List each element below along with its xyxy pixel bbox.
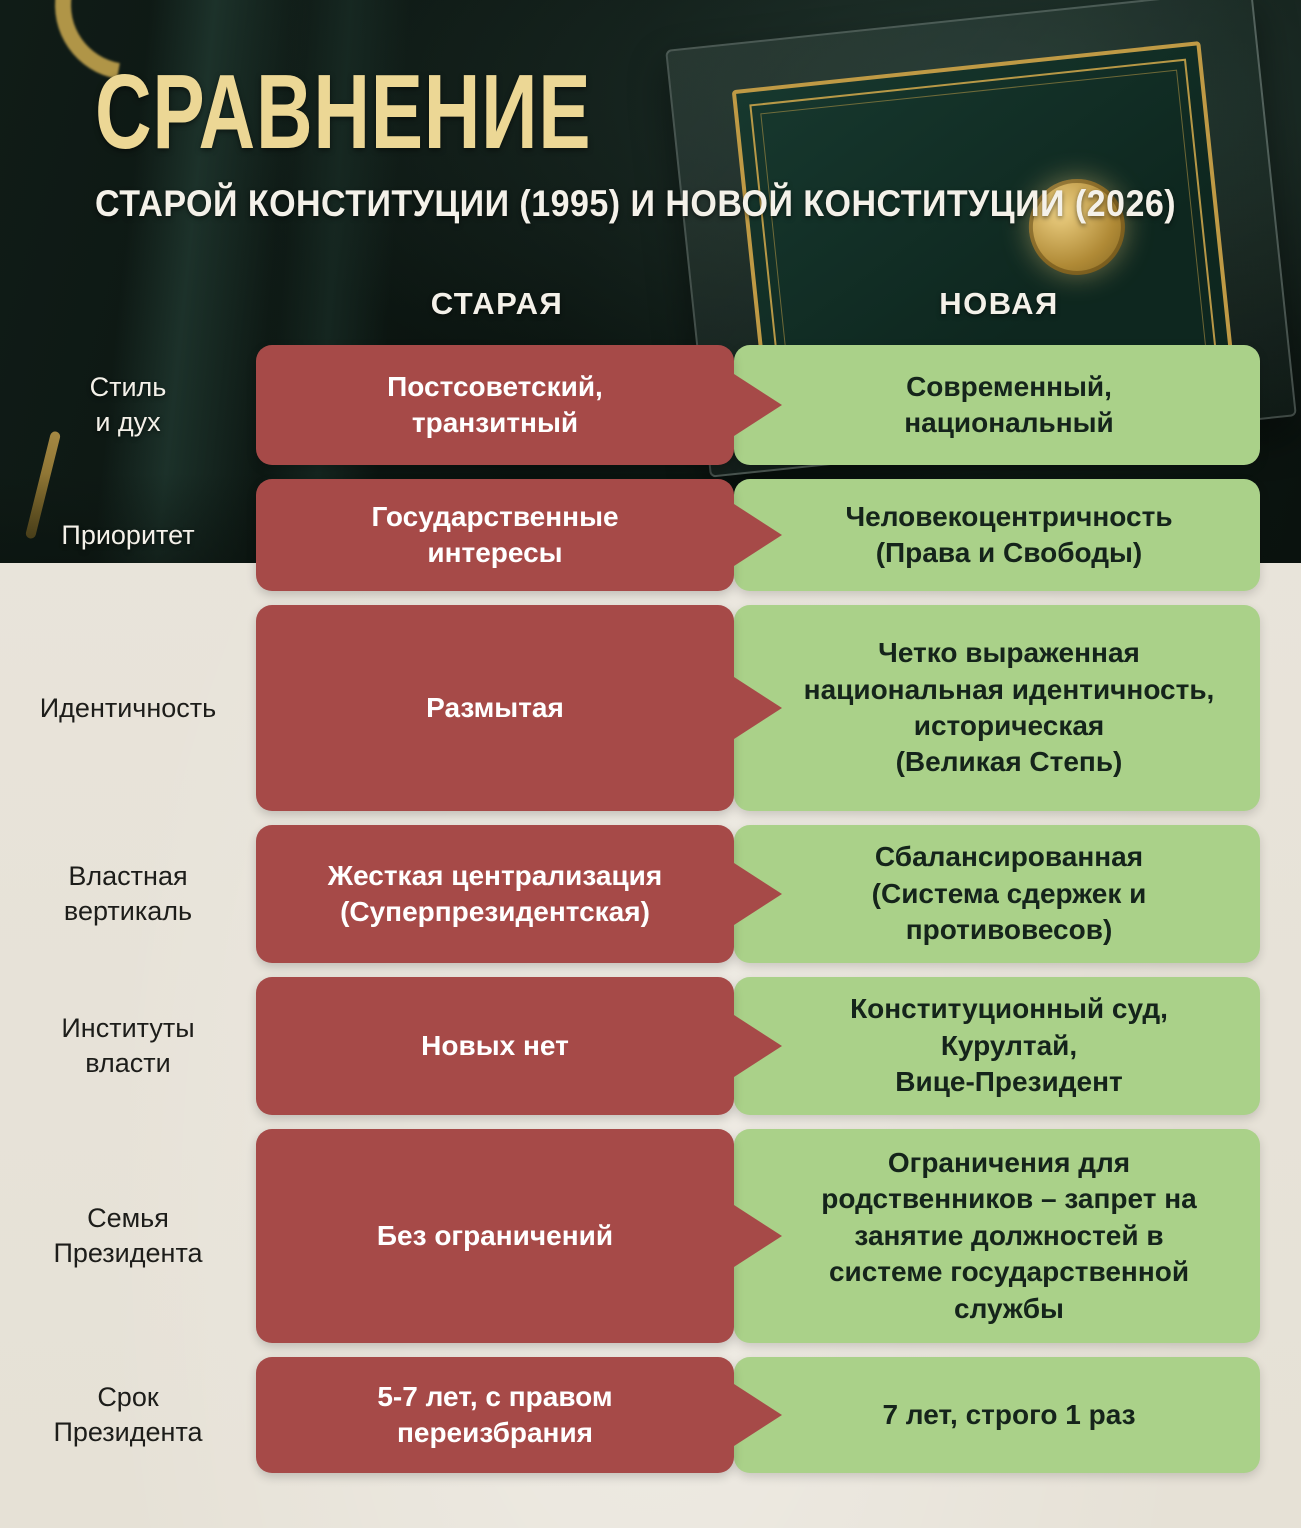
old-cell: Без ограничений [256,1129,734,1343]
new-cell: Конституционный суд, Курултай, Вице-През… [734,977,1260,1115]
row-label: Идентичность [39,692,217,723]
old-cell: Новых нет [256,977,734,1115]
comparison-table: Стиль и дух Постсоветский, транзитный Со… [0,345,1301,1473]
comparison-row: Стиль и дух Постсоветский, транзитный Со… [0,345,1301,465]
new-cell: Сбалансированная (Система сдержек и прот… [734,825,1260,963]
comparison-row: Приоритет Государственные интересы Челов… [0,479,1301,591]
old-cell: 5-7 лет, с правом переизбрания [256,1357,734,1473]
comparison-row: Срок Президента 5-7 лет, с правом переиз… [0,1357,1301,1473]
column-header-new: НОВАЯ [939,286,1059,321]
row-label: Семья Президента [53,1203,203,1268]
new-cell: Четко выраженная национальная идентичнос… [734,605,1260,811]
page-title: СРАВНЕНИЕ [95,53,592,171]
old-cell: Постсоветский, транзитный [256,345,734,465]
new-cell: Ограничения для родственников – запрет н… [734,1129,1260,1343]
row-label: Властная вертикаль [63,861,193,926]
comparison-row: Идентичность Размытая Четко выраженная н… [0,605,1301,811]
header: СРАВНЕНИЕ СТАРОЙ КОНСТИТУЦИИ (1995) И НО… [95,58,1270,225]
page-subtitle: СТАРОЙ КОНСТИТУЦИИ (1995) И НОВОЙ КОНСТИ… [95,183,1177,225]
old-cell: Размытая [256,605,734,811]
column-header-old: СТАРАЯ [430,286,564,321]
comparison-row: Властная вертикаль Жесткая централизация… [0,825,1301,963]
old-cell: Жесткая централизация (Суперпрезидентска… [256,825,734,963]
comparison-row: Семья Президента Без ограничений Огранич… [0,1129,1301,1343]
row-label: Срок Президента [53,1382,203,1447]
row-label: Приоритет [61,519,195,550]
comparison-row: Институты власти Новых нет Конституционн… [0,977,1301,1115]
row-label: Институты власти [61,1013,195,1078]
new-cell: Современный, национальный [734,345,1260,465]
row-label: Стиль и дух [89,372,167,437]
new-cell: 7 лет, строго 1 раз [734,1357,1260,1473]
new-cell: Человекоцентричность (Права и Свободы) [734,479,1260,591]
old-cell: Государственные интересы [256,479,734,591]
